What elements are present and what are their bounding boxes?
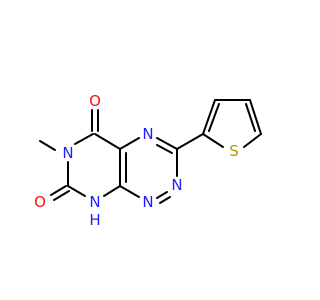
molecule-structure: O N O N H N N N S: [34, 92, 262, 229]
bond-th-c4-c5-a: [249, 99, 262, 135]
bond-n2-n1-a: [156, 191, 168, 199]
atom-n1: N: [142, 193, 153, 211]
bond-th-c5-s: [243, 133, 262, 148]
bond-c7-o-a: [50, 185, 67, 196]
atom-o-top: O: [89, 92, 101, 110]
bond-n-c5: [74, 133, 94, 145]
bond-methyl-n: [39, 140, 56, 151]
bond-c7-nh: [67, 185, 86, 197]
atom-n4: N: [142, 125, 153, 143]
atom-h-on-n: H: [89, 211, 100, 229]
bond-n4-c3-b: [156, 144, 173, 154]
atom-label-layer: O N O N H N N N S: [34, 92, 239, 229]
atom-n-h: N: [89, 193, 100, 211]
bond-c5-c4a: [94, 133, 121, 150]
atom-n2: N: [171, 176, 182, 194]
bond-th-s-c2: [202, 133, 224, 148]
bond-nh-c8a: [103, 185, 121, 197]
bond-th-c2-c3-a: [202, 99, 216, 135]
bond-layer: [39, 99, 262, 204]
atom-s-thiophene: S: [229, 142, 239, 160]
bond-n2-n1-b: [159, 196, 171, 204]
bond-c7-o-b: [53, 190, 70, 201]
bond-th-c2-c3-b: [208, 103, 220, 132]
atom-n-methyl: N: [62, 144, 73, 162]
bond-th-c4-c5-b: [245, 103, 256, 132]
bond-n1-c8a: [119, 185, 140, 198]
bond-c3-thiophene: [176, 133, 204, 150]
bond-c4a-n4: [119, 137, 140, 150]
atom-o-bottom: O: [34, 193, 46, 211]
bond-n4-c3-a: [156, 137, 178, 150]
